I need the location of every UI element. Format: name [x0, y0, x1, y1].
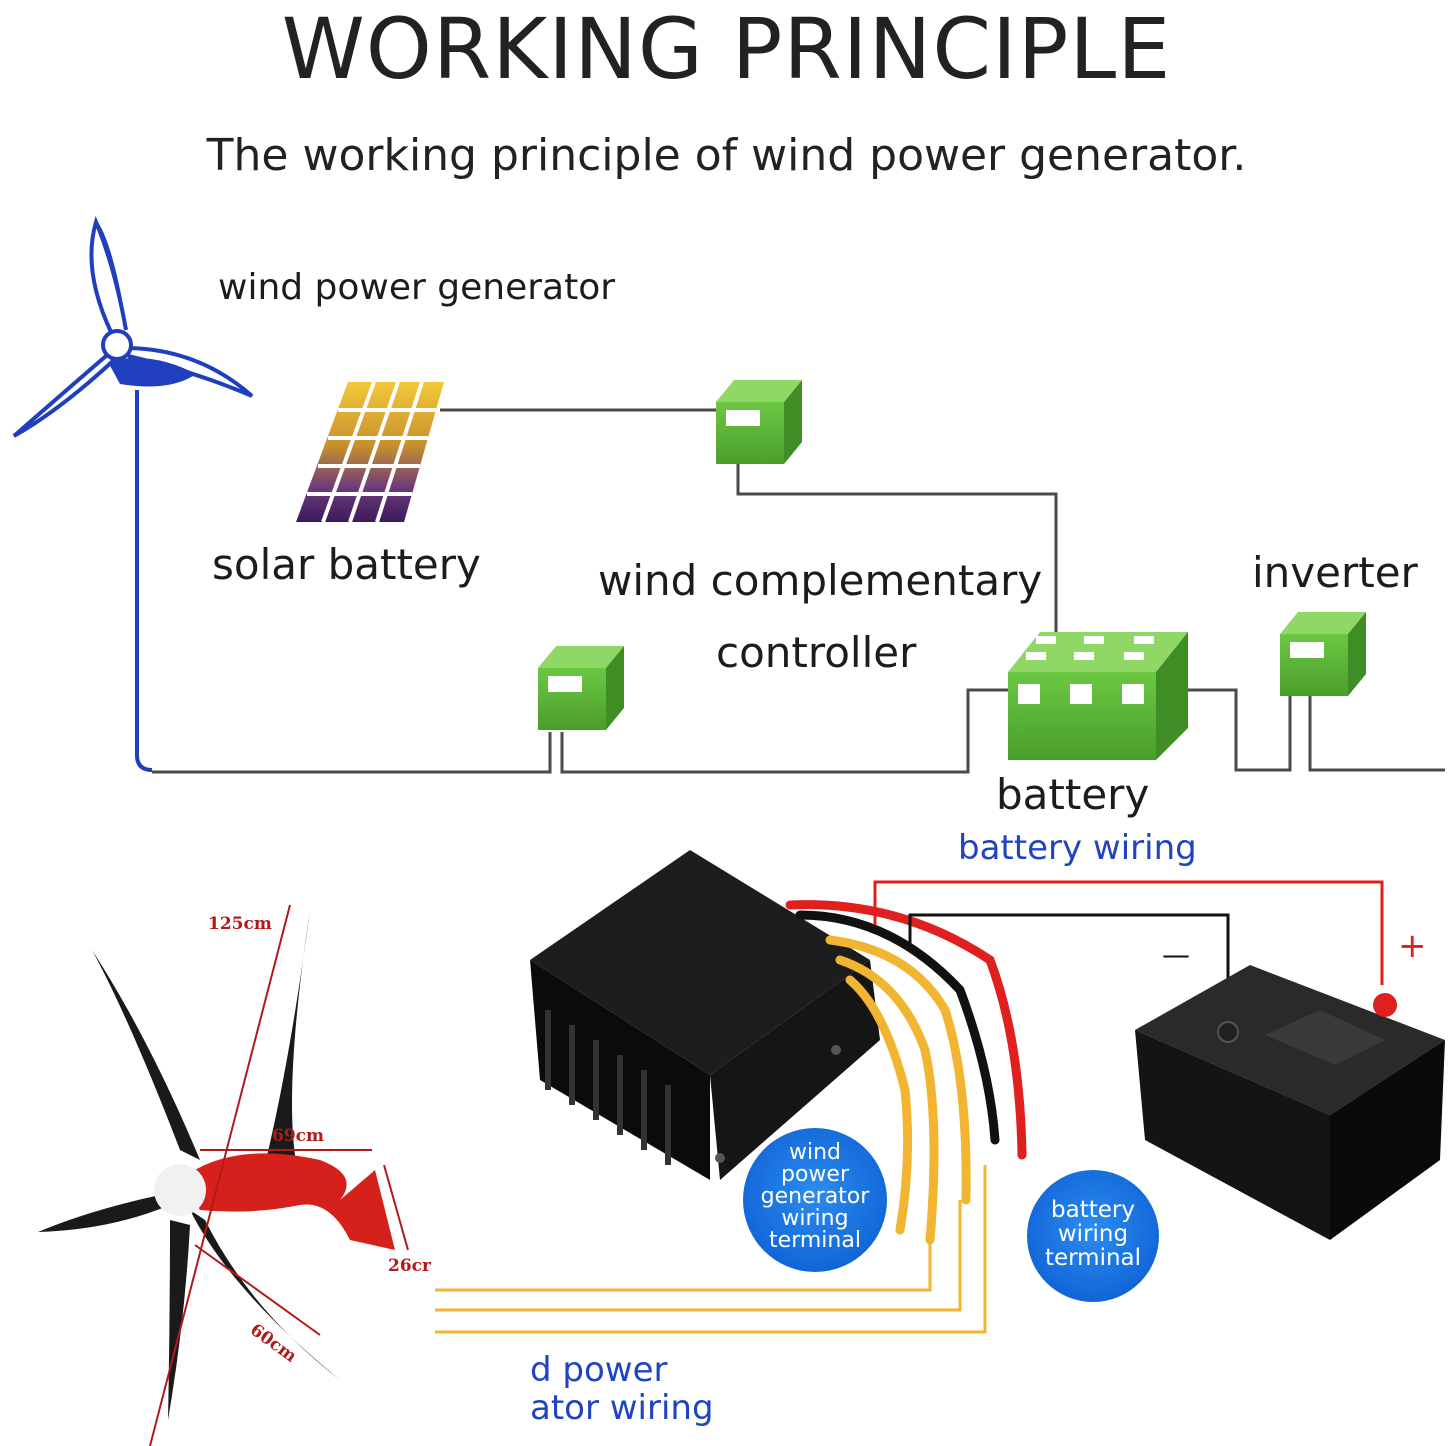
- solar-battery-label: solar battery: [212, 540, 481, 589]
- controller-wires: [785, 900, 1027, 1245]
- generator-terminal-line: wiring: [781, 1206, 849, 1231]
- tail-height-dimension: 26cr: [388, 1256, 431, 1276]
- generator-terminal-line: wind: [788, 1140, 841, 1165]
- small-wind-turbine-icon: [38, 904, 409, 1446]
- controller-label-line1: wind complementary: [598, 556, 1043, 605]
- dump-load-box-icon: [538, 646, 624, 730]
- system-wiring: [152, 408, 1445, 774]
- controller-box-icon: [716, 380, 802, 464]
- generator-wiring-label-line2: ator wiring: [530, 1388, 714, 1428]
- generator-terminal-line: terminal: [769, 1228, 861, 1253]
- body-length-dimension: 69cm: [272, 1126, 324, 1146]
- battery-wiring-lines: [873, 880, 1384, 1025]
- solar-panel-icon: [296, 381, 444, 523]
- controller-label-line2: controller: [716, 628, 917, 677]
- battery-bank-icon: [1008, 632, 1188, 760]
- generator-terminal-badge: [743, 1128, 887, 1272]
- page-subtitle: The working principle of wind power gene…: [206, 130, 1247, 181]
- blade-length-dimension: 125cm: [208, 914, 272, 934]
- inverter-box-icon: [1280, 612, 1366, 696]
- battery-terminal-line: wiring: [1057, 1221, 1129, 1247]
- inverter-label: inverter: [1252, 548, 1418, 597]
- battery-label: battery: [996, 770, 1150, 819]
- generator-terminal-line: generator: [760, 1184, 870, 1209]
- charge-controller-icon: [530, 850, 880, 1180]
- generator-wiring-label-line1: d power: [530, 1350, 668, 1390]
- wind-turbine-icon: [12, 215, 254, 772]
- wind-generator-label: wind power generator: [218, 267, 616, 308]
- car-battery-icon: [1135, 965, 1445, 1240]
- battery-wiring-label: battery wiring: [958, 828, 1197, 868]
- battery-terminal-badge: [1027, 1170, 1159, 1302]
- page-title: WORKING PRINCIPLE: [281, 0, 1172, 98]
- battery-terminal-text: battery wiring terminal: [1027, 1198, 1159, 1270]
- generator-terminal-line: power: [781, 1162, 849, 1187]
- minus-sign: —: [1162, 938, 1190, 971]
- battery-terminal-line: terminal: [1044, 1245, 1142, 1271]
- battery-terminal-line: battery: [1051, 1197, 1135, 1223]
- generator-wiring-lines: [435, 1165, 987, 1334]
- plus-sign: +: [1398, 926, 1427, 966]
- generator-terminal-text: wind power generator wiring terminal: [743, 1142, 887, 1252]
